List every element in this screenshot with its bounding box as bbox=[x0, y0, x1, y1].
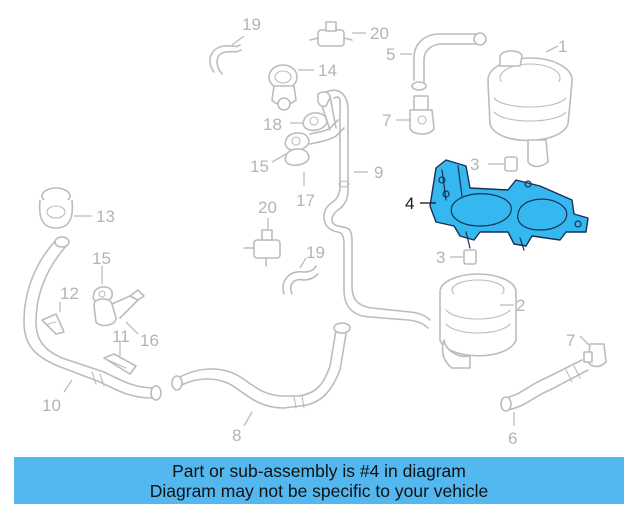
part-7-valve-lower bbox=[579, 335, 607, 368]
part-8-hose bbox=[171, 322, 351, 427]
part-20-valve-lower bbox=[243, 218, 281, 267]
part-19-hose-clip-lower bbox=[282, 257, 319, 295]
part-11-bracket bbox=[103, 342, 137, 375]
callout-3-upper: 3 bbox=[470, 155, 479, 174]
callout-13: 13 bbox=[96, 207, 115, 226]
part-15-gasket-lower bbox=[92, 266, 114, 304]
part-17-pipe bbox=[303, 91, 345, 186]
info-banner: Part or sub-assembly is #4 in diagram Di… bbox=[14, 457, 624, 504]
callout-11: 11 bbox=[112, 327, 130, 346]
callout-18: 18 bbox=[263, 115, 282, 134]
callout-12: 12 bbox=[60, 284, 79, 303]
callout-4: 4 bbox=[405, 194, 414, 213]
part-12-clip bbox=[41, 302, 65, 335]
part-6-hose bbox=[500, 359, 589, 426]
callout-14: 14 bbox=[318, 61, 337, 80]
part-7-valve-upper bbox=[396, 95, 435, 135]
callout-5: 5 bbox=[386, 45, 395, 64]
callout-1: 1 bbox=[558, 37, 567, 56]
callout-2: 2 bbox=[516, 296, 525, 315]
parts-diagram: 19 20 14 18 15 17 bbox=[23, 15, 607, 448]
part-2-air-pump bbox=[439, 273, 517, 369]
callout-16: 16 bbox=[140, 331, 159, 350]
callout-7-lower: 7 bbox=[566, 331, 575, 350]
callout-19-lower: 19 bbox=[306, 243, 325, 262]
part-14-check-valve bbox=[268, 64, 314, 111]
part-18-gasket bbox=[290, 112, 328, 132]
part-19-hose-clip-top bbox=[209, 35, 245, 75]
callout-15-upper: 15 bbox=[250, 157, 269, 176]
callout-9: 9 bbox=[374, 163, 383, 182]
callout-17: 17 bbox=[296, 191, 315, 210]
part-3-nut-lower bbox=[450, 249, 477, 265]
part-1-air-pump bbox=[487, 45, 573, 168]
callout-10: 10 bbox=[42, 396, 61, 415]
part-10-hose bbox=[23, 236, 162, 401]
callout-20-lower: 20 bbox=[258, 198, 277, 217]
part-4-bracket-highlighted bbox=[420, 159, 589, 251]
part-20-valve-top bbox=[309, 21, 366, 47]
callout-7-upper: 7 bbox=[382, 111, 391, 130]
part-15-gasket-upper bbox=[271, 132, 310, 166]
banner-line-1: Part or sub-assembly is #4 in diagram bbox=[172, 460, 466, 481]
callout-20-top: 20 bbox=[370, 24, 389, 43]
part-13-flange bbox=[38, 187, 92, 229]
part-5-hose bbox=[400, 32, 487, 91]
callout-19-top: 19 bbox=[242, 15, 261, 34]
callout-3-lower: 3 bbox=[436, 248, 445, 267]
callout-6: 6 bbox=[508, 429, 517, 448]
part-3-nut-upper bbox=[488, 156, 518, 172]
callout-15-lower: 15 bbox=[92, 249, 111, 268]
banner-line-2: Diagram may not be specific to your vehi… bbox=[149, 480, 489, 501]
part-16-pipe bbox=[93, 289, 145, 335]
callout-8: 8 bbox=[232, 426, 241, 445]
part-9-air-pipe bbox=[323, 89, 431, 329]
